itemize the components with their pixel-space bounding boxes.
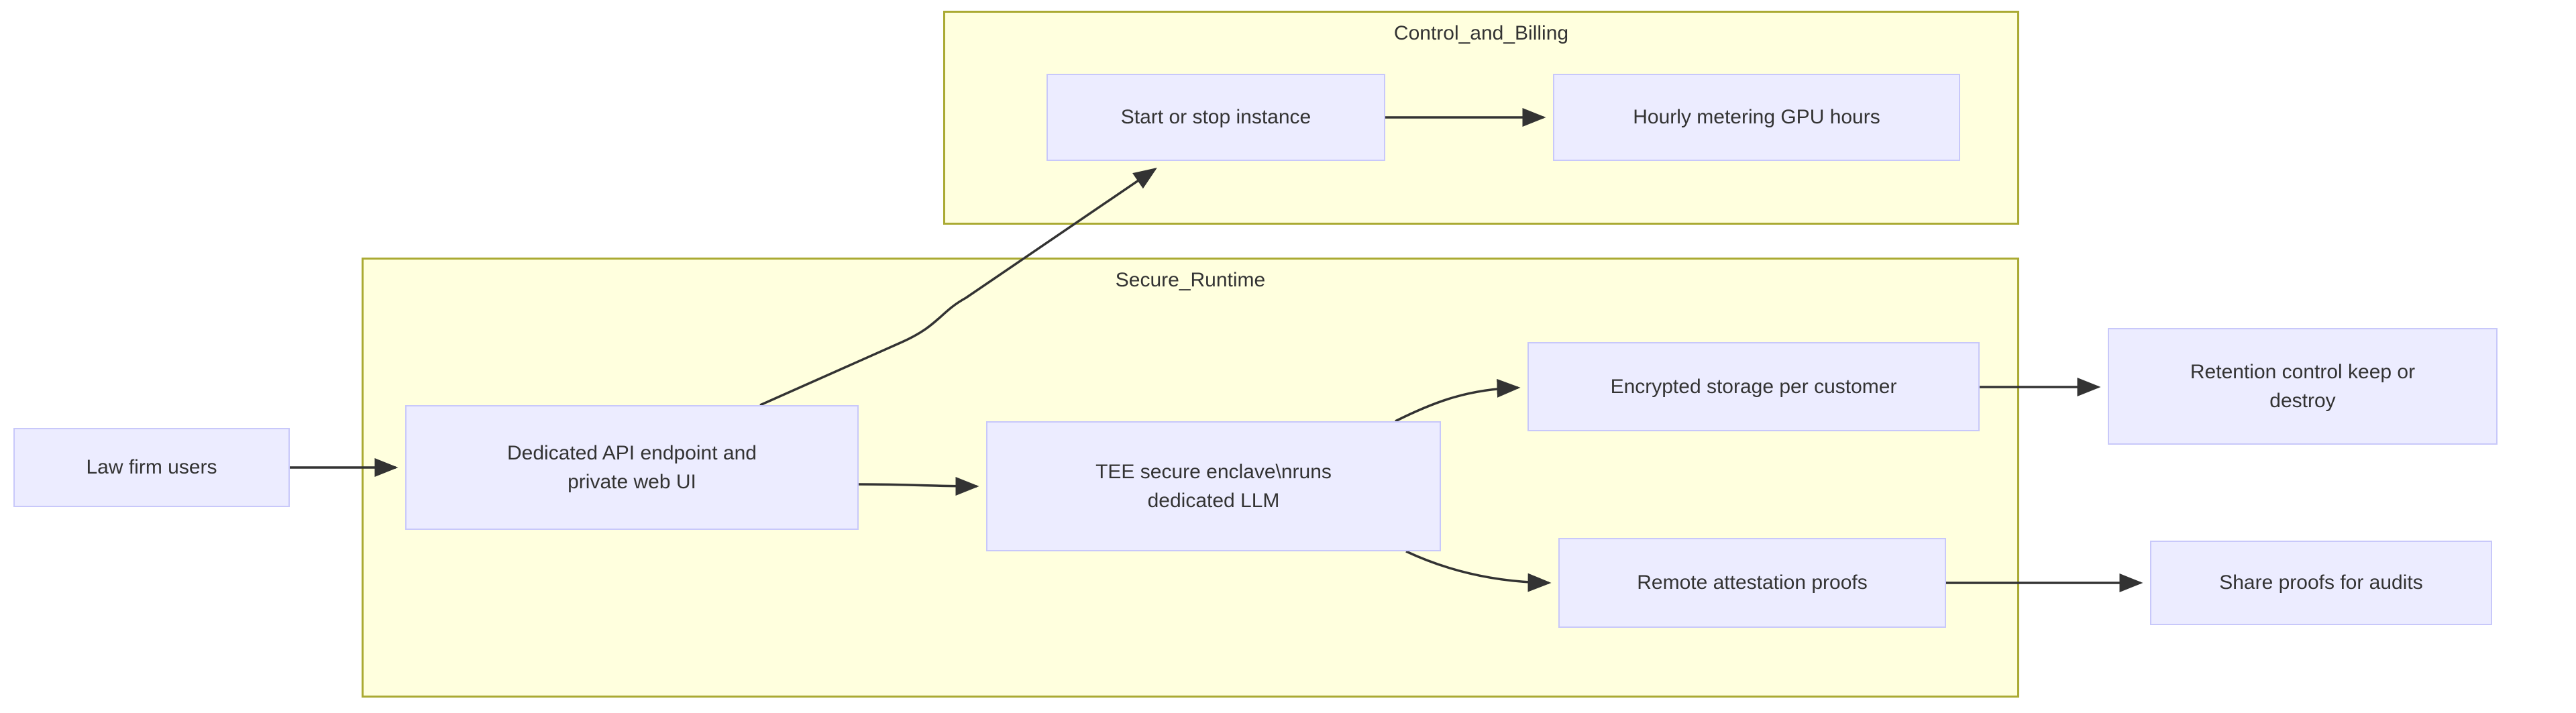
node-retention-control[interactable]: Retention control keep or destroy <box>2108 328 2498 445</box>
node-label-tee-secure-enclave: TEE secure enclave\nruns dedicated LLM <box>1095 460 1332 512</box>
node-label-encrypted-storage: Encrypted storage per customer <box>1610 375 1897 398</box>
node-start-or-stop-instance[interactable]: Start or stop instance <box>1046 74 1385 161</box>
node-label-dedicated-api-endpoint: Dedicated API endpoint and private web U… <box>507 441 757 494</box>
node-label-hourly-metering-gpu-hours: Hourly metering GPU hours <box>1633 106 1880 129</box>
node-share-proofs-for-audits[interactable]: Share proofs for audits <box>2150 541 2492 625</box>
node-law-firm-users[interactable]: Law firm users <box>13 428 290 507</box>
node-tee-secure-enclave[interactable]: TEE secure enclave\nruns dedicated LLM <box>986 421 1441 551</box>
cluster-label-secure-runtime: Secure_Runtime <box>1115 269 1266 291</box>
node-encrypted-storage[interactable]: Encrypted storage per customer <box>1527 342 1980 431</box>
node-label-start-or-stop-instance: Start or stop instance <box>1120 106 1311 129</box>
node-label-remote-attestation-proofs: Remote attestation proofs <box>1637 571 1868 594</box>
node-label-share-proofs-for-audits: Share proofs for audits <box>2219 571 2423 594</box>
cluster-label-control-and-billing: Control_and_Billing <box>1393 22 1569 44</box>
node-dedicated-api-endpoint[interactable]: Dedicated API endpoint and private web U… <box>405 405 859 530</box>
node-hourly-metering-gpu-hours[interactable]: Hourly metering GPU hours <box>1553 74 1960 161</box>
node-label-retention-control: Retention control keep or destroy <box>2190 360 2416 413</box>
node-label-law-firm-users: Law firm users <box>86 456 217 479</box>
node-remote-attestation-proofs[interactable]: Remote attestation proofs <box>1558 538 1946 628</box>
